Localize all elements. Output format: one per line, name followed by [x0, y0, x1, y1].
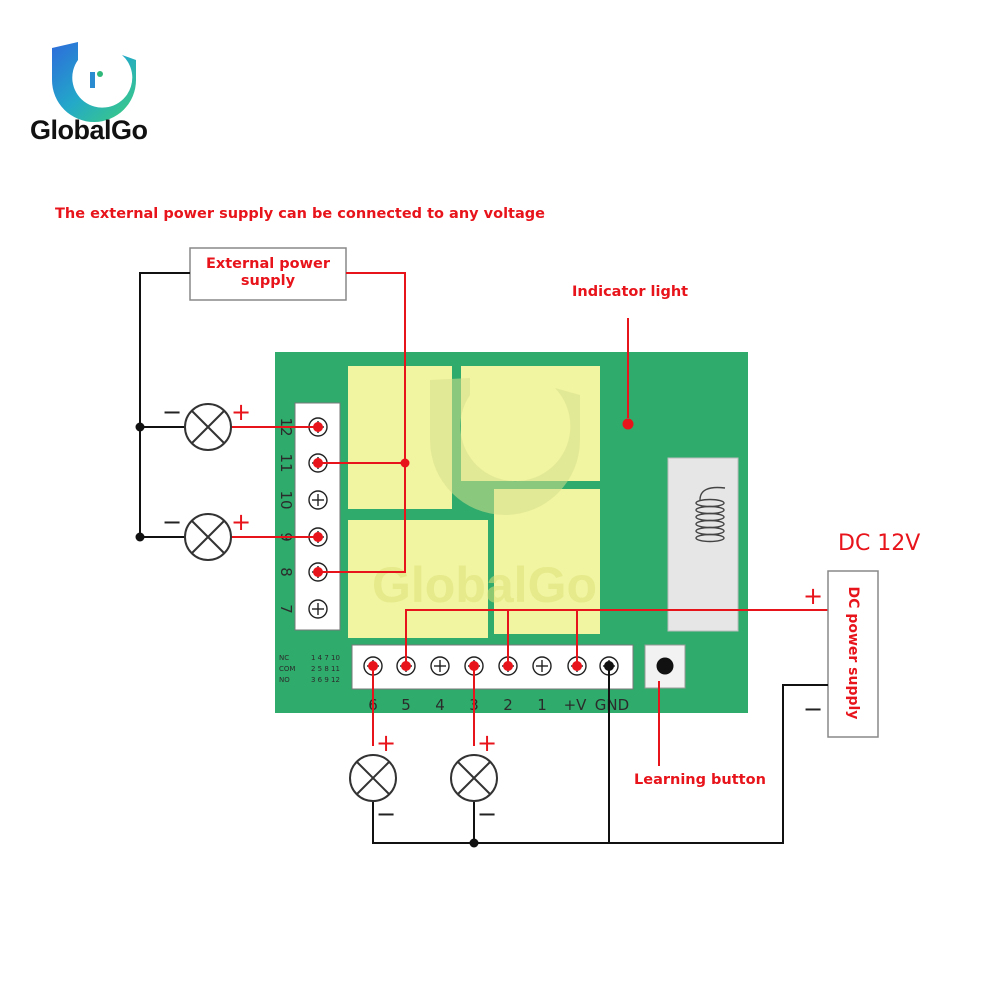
relay-legend-pins: 3 6 9 12 — [311, 676, 340, 684]
relay-legend-label: NC — [279, 654, 289, 662]
antenna-coil — [695, 486, 726, 543]
side-terminal-number: 8 — [277, 567, 295, 577]
left-ground-bus — [139, 272, 190, 538]
minus-sign: − — [162, 508, 182, 536]
indicator-led — [622, 418, 634, 430]
bottom-terminal-number: 4 — [435, 696, 445, 714]
dc-power-supply-label: DC power supply — [845, 586, 861, 720]
relay-legend-pins: 1 4 7 10 — [311, 654, 340, 662]
watermark-text: GlobalGo — [372, 557, 597, 613]
watermark-logo — [430, 378, 580, 515]
plus-sign: + — [803, 582, 823, 610]
plus-sign: + — [477, 729, 497, 757]
minus-sign: − — [803, 695, 823, 723]
minus-sign: − — [376, 800, 396, 828]
learning-button-label: Learning button — [634, 772, 766, 788]
junction-dot — [400, 458, 410, 468]
relay-legend-label: NO — [279, 676, 290, 684]
minus-sign: − — [477, 800, 497, 828]
bottom-terminal-block — [351, 644, 634, 690]
bottom-terminal-number: 2 — [503, 696, 513, 714]
dc-power-supply-box — [827, 570, 879, 738]
side-terminal-block — [294, 402, 341, 631]
bottom-terminal-number: GND — [595, 696, 629, 714]
bottom-terminal-number: 1 — [537, 696, 547, 714]
brand-name: GlobalGo — [30, 115, 148, 145]
junction-dot — [135, 532, 145, 542]
minus-sign: − — [162, 398, 182, 426]
junction-dot — [135, 422, 145, 432]
plus-sign: + — [376, 729, 396, 757]
antenna-module — [667, 457, 739, 632]
dc-voltage-label: DC 12V — [838, 531, 921, 556]
plus-sign: + — [231, 398, 251, 426]
indicator-light-label: Indicator light — [572, 284, 689, 300]
junction-dot — [469, 838, 479, 848]
bottom-terminal-number: +V — [564, 696, 588, 714]
learning-button-cap[interactable] — [656, 657, 674, 675]
relay-legend-pins: 2 5 8 11 — [311, 665, 340, 673]
side-terminal-number: 10 — [277, 490, 295, 509]
side-terminal-number: 11 — [277, 453, 295, 472]
side-terminal-number: 7 — [277, 604, 295, 614]
external-supply-note: The external power supply can be connect… — [55, 206, 545, 222]
relay — [348, 520, 488, 638]
bottom-terminal-number: 5 — [401, 696, 411, 714]
relay-legend-label: COM — [279, 665, 295, 673]
plus-sign: + — [231, 508, 251, 536]
external-power-supply-label: External power supply — [205, 256, 331, 289]
ground-wires — [372, 666, 828, 844]
red-wires — [230, 272, 828, 746]
